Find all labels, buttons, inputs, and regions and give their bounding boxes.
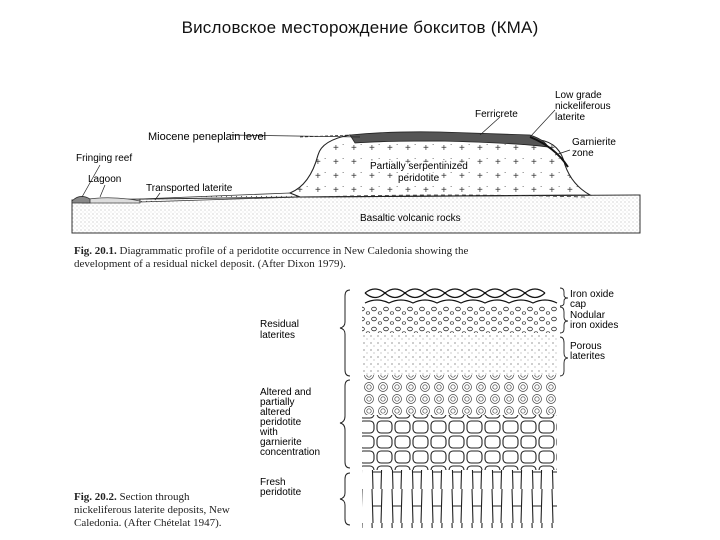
caption-number: Fig. 20.2. [74, 491, 117, 503]
label-porous-2: laterites [570, 351, 605, 362]
caption-number: Fig. 20.1. [74, 245, 117, 257]
label-residual-2: laterites [260, 330, 295, 341]
label-garnierite-2: zone [572, 148, 594, 159]
label-fringing-reef: Fringing reef [76, 153, 132, 164]
reef [72, 196, 90, 203]
fresh-peridotite-layer [362, 470, 557, 528]
label-lagoon: Lagoon [88, 174, 121, 185]
lagoon-water [82, 198, 140, 203]
brace-altered [340, 380, 350, 468]
brace-fresh [340, 473, 350, 525]
label-ferricrete: Ferricrete [475, 109, 518, 120]
brace-iron-cap [560, 288, 568, 306]
nodular-iron-oxides-layer [362, 305, 557, 333]
brace-nodular [560, 307, 568, 333]
caption-line-1: Section through [120, 491, 190, 503]
figure-20-1-caption: Fig. 20.1. Diagrammatic profile of a per… [74, 245, 634, 271]
label-garnierite-1: Garnierite [572, 137, 616, 148]
altered-peridotite-blocks-layer [362, 415, 557, 470]
altered-peridotite-swirl-layer [362, 375, 557, 415]
figure-20-2-caption: Fig. 20.2. Section through nickeliferous… [74, 491, 304, 530]
label-iron-cap-2: cap [570, 299, 587, 310]
label-miocene: Miocene peneplain level [148, 131, 266, 143]
caption-text-2: development of a residual nickel deposit… [74, 258, 346, 270]
page-title: Висловское месторождение бокситов (КМА) [0, 18, 720, 38]
porous-laterites-layer [362, 333, 557, 375]
brace-residual [340, 290, 350, 376]
label-serpentinized-1: Partially serpentinized [370, 161, 468, 172]
label-low-grade-1: Low grade [555, 90, 602, 101]
label-serpentinized-2: peridotite [398, 173, 440, 184]
label-nodular-2: iron oxides [570, 320, 618, 331]
brace-porous [560, 337, 568, 376]
label-basaltic: Basaltic volcanic rocks [360, 213, 461, 224]
label-low-grade-2: nickeliferous [555, 101, 611, 112]
figure-20-2-section-column: Residual laterites Altered and partially… [250, 285, 650, 530]
caption-line-3: Caledonia. (After Chételat 1947). [74, 517, 222, 529]
caption-text: Diagrammatic profile of a peridotite occ… [120, 245, 469, 257]
label-altered-7: concentration [260, 447, 320, 458]
figure-20-1-profile-diagram: + . Miocene peneplain level Ferricrete L… [60, 85, 660, 245]
label-residual-1: Residual [260, 319, 299, 330]
label-transported: Transported laterite [146, 183, 233, 194]
caption-line-2: nickeliferous laterite deposits, New [74, 504, 230, 516]
label-low-grade-3: laterite [555, 112, 585, 123]
